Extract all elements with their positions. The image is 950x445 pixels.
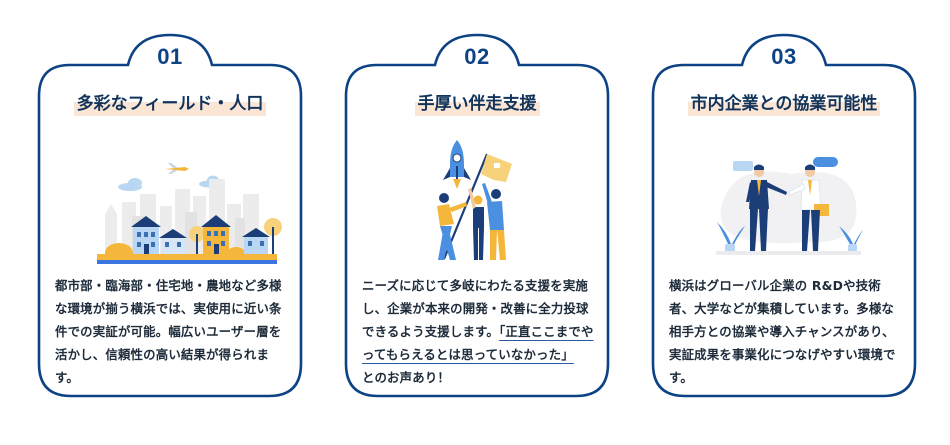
card-description: 都市部・臨海部・住宅地・農地など多様な環境が揃う横浜では、実使用に近い条件での実…: [55, 278, 282, 385]
card-description: ニーズに応じて多岐にわたる支援を実施し、企業が本来の開発・改善に全力投球できるよ…: [362, 274, 598, 389]
card-title: 市内企業との協業可能性: [687, 92, 881, 116]
feature-card-01: 01 多彩なフィールド・人口: [37, 33, 303, 398]
rocket-icon: [443, 140, 471, 189]
feature-card-03: 03 市内企業との協業可能性: [651, 33, 917, 398]
feature-card-02: 02 手厚い伴走支援: [344, 33, 610, 398]
city-skyline-illustration: [37, 134, 303, 264]
card-number: 01: [157, 44, 183, 69]
card-number: 02: [464, 44, 490, 69]
team-rocket-illustration: [344, 134, 610, 264]
card-title: 多彩なフィールド・人口: [73, 92, 267, 116]
card-number: 03: [771, 44, 797, 69]
card-title: 手厚い伴走支援: [414, 92, 540, 116]
card-description-text: ニーズに応じて多岐にわたる支援を実施し、企業が本来の開発・改善に全力投球できるよ…: [362, 278, 589, 339]
handshake-illustration: [651, 134, 917, 264]
airplane-icon: [165, 163, 189, 174]
card-description: 横浜はグローバル企業の R&Dや技術者、大学などが集積しています。多様な相手方と…: [669, 278, 896, 385]
card-description-tail: とのお声あり！: [362, 370, 451, 385]
customer-quote: 「正直ここまでやってもらえるとは思っていなかった」: [362, 324, 594, 362]
speech-bubble-icon: [733, 157, 838, 171]
